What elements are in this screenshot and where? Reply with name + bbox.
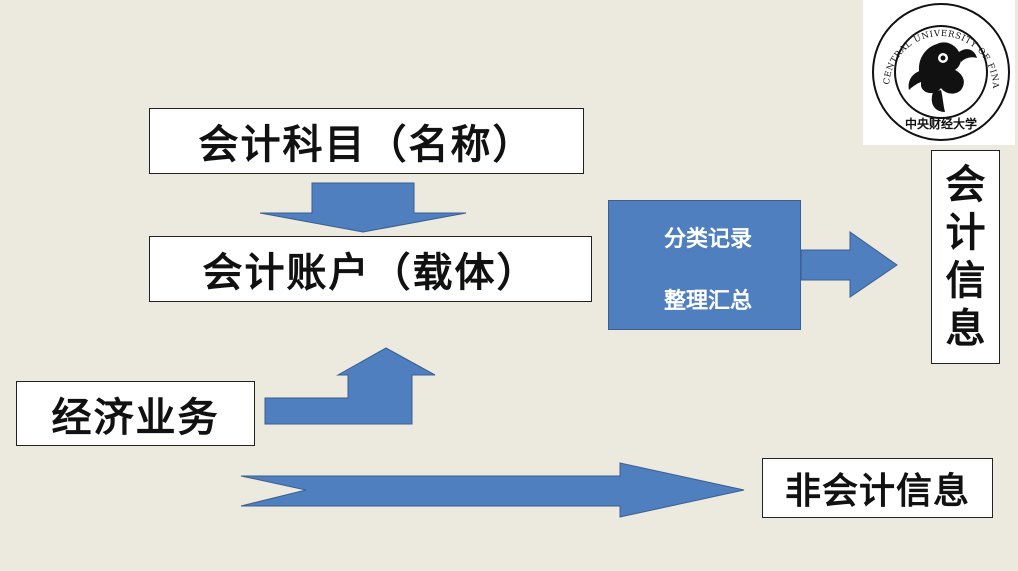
process-box: 分类记录 整理汇总 — [608, 200, 801, 330]
accounting-account-box: 会计账户（载体） — [149, 236, 592, 302]
accounting-info-char: 计 — [945, 210, 986, 256]
accounting-info-char: 息 — [945, 306, 986, 352]
accounting-info-char: 信 — [945, 258, 986, 304]
seal-bottom-text: 中央财经大学 — [905, 116, 977, 131]
process-summarize-label: 整理汇总 — [664, 289, 753, 314]
economic-business-box: 经济业务 — [16, 381, 255, 446]
down-arrow — [259, 182, 467, 233]
process-classify-label: 分类记录 — [664, 227, 753, 252]
non-accounting-info-box: 非会计信息 — [762, 458, 993, 518]
university-seal-logo: CENTRAL UNIVERSITY OF FINANCE AND ECONOM… — [863, 0, 1015, 145]
bent-up-arrow — [264, 347, 436, 425]
accounting-subject-box: 会计科目（名称） — [149, 108, 584, 174]
long-right-arrow — [240, 462, 745, 518]
accounting-info-box: 会 计 信 息 — [931, 150, 1000, 364]
right-arrow-info — [800, 231, 898, 298]
accounting-info-char: 会 — [945, 162, 986, 208]
seal-emblem-icon — [908, 42, 977, 112]
